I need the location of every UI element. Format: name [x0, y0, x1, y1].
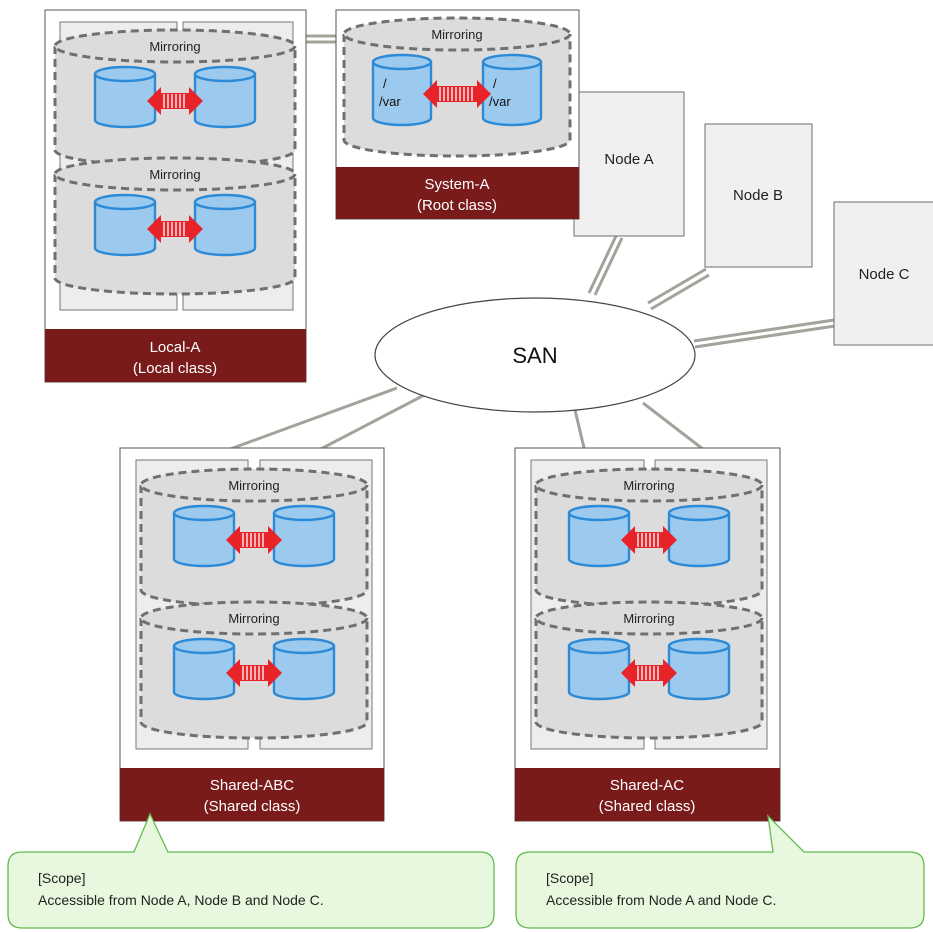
- shared-ac-class-name: Shared-AC: [610, 777, 684, 794]
- mount-var-label: /var: [379, 94, 401, 109]
- mirroring-label: Mirroring: [228, 611, 279, 626]
- mount-root-label: /: [493, 76, 497, 91]
- disk-icon: [371, 53, 433, 127]
- callout-scope-text: Accessible from Node A, Node B and Node …: [38, 892, 324, 908]
- disk-icon: [567, 504, 631, 568]
- mirror-sync-arrow-icon: [147, 87, 203, 115]
- scope-callout-shared-ac: [Scope] Accessible from Node A and Node …: [515, 814, 925, 929]
- mirroring-label: Mirroring: [623, 611, 674, 626]
- scope-callout-shared-abc: [Scope] Accessible from Node A, Node B a…: [7, 812, 495, 929]
- mirroring-label: Mirroring: [149, 39, 200, 54]
- disk-icon: [172, 637, 236, 701]
- disk-icon: [93, 65, 157, 129]
- shared-abc-class-name: Shared-ABC: [210, 777, 294, 794]
- shared-abc-class-type: (Shared class): [204, 798, 301, 815]
- mirror-sync-arrow-icon: [621, 659, 677, 687]
- mirror-groups: MirroringMirroringMirroring//var//varMir…: [53, 16, 764, 740]
- mirroring-group: Mirroring: [139, 467, 369, 608]
- link-local-a-to-system-a: [306, 34, 336, 44]
- disk-icon: [172, 504, 236, 568]
- callout-scope-heading: [Scope]: [546, 870, 593, 886]
- mirror-sync-arrow-icon: [226, 659, 282, 687]
- local-a-class-bar: [45, 329, 306, 382]
- mirroring-group: Mirroring: [53, 156, 297, 296]
- link-node-a-to-san: [587, 235, 624, 296]
- node-c-label: Node C: [859, 266, 910, 283]
- mirroring-group: Mirroring: [534, 467, 764, 608]
- disk-icon: [193, 193, 257, 257]
- link-san-to-shared-abc: [221, 386, 433, 454]
- link-node-b-to-san: [647, 267, 710, 311]
- mirroring-group: Mirroring: [53, 28, 297, 168]
- system-a-class-name: System-A: [424, 176, 489, 193]
- network-links: [221, 34, 836, 458]
- system-a-class-bar: [336, 167, 579, 219]
- node-b-label: Node B: [733, 187, 783, 204]
- node-a: Node A: [573, 91, 685, 237]
- mirroring-group: Mirroring: [139, 600, 369, 740]
- mirroring-label: Mirroring: [431, 27, 482, 42]
- mirror-sync-arrow-icon: [226, 526, 282, 554]
- mirroring-group: Mirroring / /var / /var: [342, 16, 572, 158]
- shared-ac-class-type: (Shared class): [599, 798, 696, 815]
- link-node-c-to-san: [693, 318, 836, 349]
- disk-icon: [481, 53, 543, 127]
- disk-icon: [567, 637, 631, 701]
- callout-scope-heading: [Scope]: [38, 870, 85, 886]
- mirroring-label: Mirroring: [228, 478, 279, 493]
- disk-icon: [193, 65, 257, 129]
- mirror-sync-arrow-icon: [147, 215, 203, 243]
- san-label: SAN: [512, 343, 557, 368]
- mirror-sync-arrow-icon: [423, 80, 491, 108]
- san-cloud: SAN: [374, 297, 696, 413]
- disk-icon: [272, 504, 336, 568]
- system-a-class-type: (Root class): [417, 197, 497, 214]
- link-san-to-shared-ac: [573, 401, 713, 458]
- shared-abc-class-bar: [120, 768, 384, 821]
- mirroring-group: Mirroring: [534, 600, 764, 740]
- mirroring-label: Mirroring: [623, 478, 674, 493]
- mirror-sync-arrow-icon: [621, 526, 677, 554]
- disk-icon: [272, 637, 336, 701]
- mount-root-label: /: [383, 76, 387, 91]
- node-a-label: Node A: [604, 151, 653, 168]
- disk-icon: [667, 504, 731, 568]
- disk-icon: [93, 193, 157, 257]
- mirroring-label: Mirroring: [149, 167, 200, 182]
- local-a-class-name: Local-A: [150, 339, 201, 356]
- mount-var-label: /var: [489, 94, 511, 109]
- disk-icon: [667, 637, 731, 701]
- shared-ac-class-bar: [515, 768, 780, 821]
- callout-scope-text: Accessible from Node A and Node C.: [546, 892, 776, 908]
- node-b: Node B: [704, 123, 813, 268]
- local-a-class-type: (Local class): [133, 360, 217, 377]
- node-c: Node C: [833, 201, 933, 346]
